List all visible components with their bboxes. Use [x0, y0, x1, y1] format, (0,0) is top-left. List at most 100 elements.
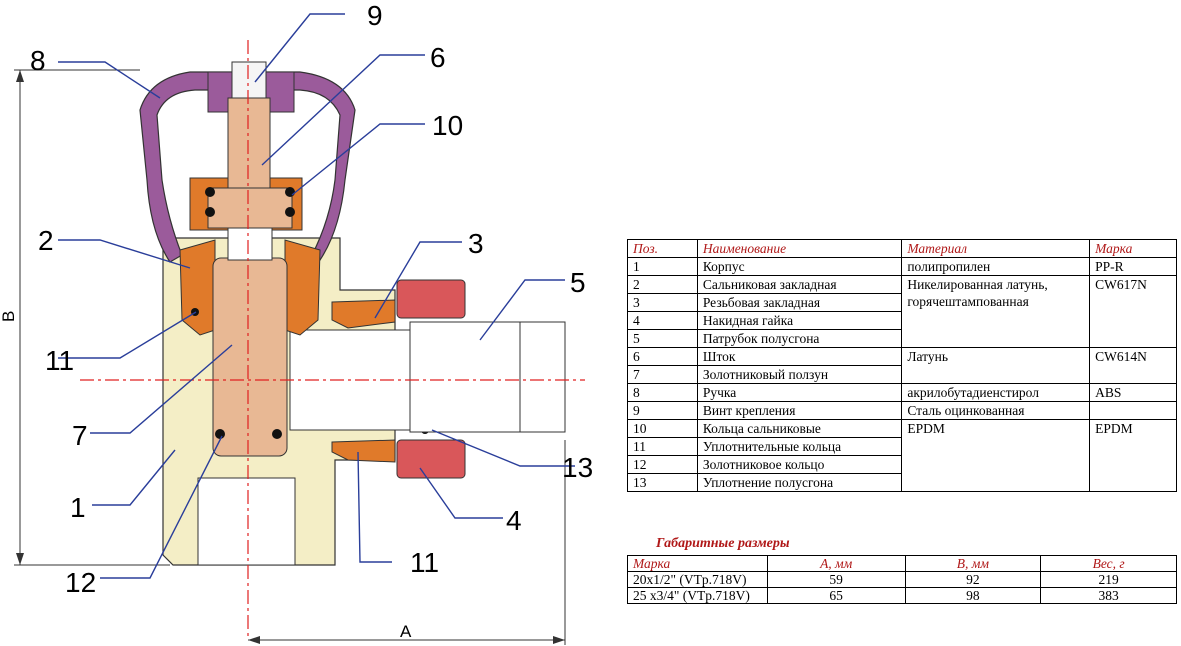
grade-cell: 25 х3/4" (VTp.718V) [627, 587, 768, 604]
material-cell: Латунь [901, 347, 1091, 384]
threaded-insert-top [331, 299, 396, 329]
pos-cell: 1 [627, 257, 698, 276]
header-a: А, мм [766, 555, 906, 572]
header-b: В, мм [904, 555, 1042, 572]
spindle [212, 257, 288, 457]
spool-ring [272, 429, 282, 439]
callout-11-bottom: 11 [410, 547, 439, 578]
table-row: 5 Патрубок полусгона [627, 329, 1177, 348]
dim-a-label: A [400, 622, 412, 641]
pos-cell: 3 [627, 293, 698, 312]
table-row: 25 х3/4" (VTp.718V) 65 98 383 [627, 587, 1177, 604]
callout-4: 4 [506, 505, 522, 536]
valve-drawing: B A 9 6 8 10 2 3 5 11 7 13 1 4 12 11 [0, 0, 593, 645]
screw [231, 61, 267, 99]
callout-7: 7 [72, 420, 88, 451]
grade-cell: 20х1/2" (VTp.718V) [627, 571, 768, 588]
union-nut-bottom [396, 439, 466, 479]
callout-2: 2 [38, 225, 54, 256]
pos-cell: 5 [627, 329, 698, 348]
tailpiece [409, 321, 566, 433]
pos-cell: 7 [627, 365, 698, 384]
b-cell: 92 [904, 571, 1042, 588]
material-cell: полипропилен [901, 257, 1091, 276]
table-row: 1 Корпус полипропилен PP-R [627, 257, 1177, 276]
table-row: 6 Шток Латунь CW614N [627, 347, 1177, 384]
material-cell: Сталь оцинкованная [901, 401, 1091, 420]
dims-table: Марка А, мм В, мм Вес, г 20х1/2" (VTp.71… [627, 555, 1177, 604]
pos-cell: 4 [627, 311, 698, 330]
b-cell: 98 [904, 587, 1042, 604]
table-row: 3 Резьбовая закладная [627, 293, 1177, 312]
o-ring [205, 207, 215, 217]
callout-9: 9 [367, 0, 383, 31]
spool-ring [215, 429, 225, 439]
o-ring [285, 187, 295, 197]
table-row: 7 Золотниковый ползун [627, 365, 1177, 384]
pos-cell: 2 [627, 275, 698, 294]
callout-5: 5 [570, 267, 586, 298]
header-material: Материал [901, 239, 1091, 258]
callout-13: 13 [562, 452, 593, 483]
gland-insert [179, 239, 216, 336]
table-row: 10 Кольца сальниковые EPDM EPDM [627, 419, 1177, 492]
name-cell: Сальниковая закладная [696, 275, 903, 294]
table-row: 20х1/2" (VTp.718V) 59 92 219 [627, 571, 1177, 588]
name-cell: Золотниковый ползун [696, 365, 903, 384]
a-cell: 65 [766, 587, 906, 604]
callout-8: 8 [30, 45, 46, 76]
dims-table-header: Марка А, мм В, мм Вес, г [627, 555, 1177, 572]
o-ring [205, 187, 215, 197]
handle [139, 71, 356, 263]
grade-cell [1089, 401, 1177, 420]
union-nut-top [396, 279, 466, 319]
grade-cell: PP-R [1089, 257, 1177, 276]
name-cell: Кольца сальниковые [696, 419, 903, 438]
pos-cell: 9 [627, 401, 698, 420]
callout-12: 12 [65, 567, 96, 598]
material-cell: EPDM [901, 419, 1091, 492]
callout-3: 3 [468, 228, 484, 259]
grade-cell: ABS [1089, 383, 1177, 402]
material-line: Никелированная латунь, [907, 277, 1048, 292]
stem-mid [207, 187, 293, 229]
material-line: горячештампованная [907, 294, 1029, 309]
callout-10: 10 [432, 110, 463, 141]
table-row: 2 Сальниковая закладная Никелированная л… [627, 275, 1177, 348]
header-grade: Марка [1089, 239, 1177, 258]
callout-6: 6 [430, 42, 446, 73]
dims-table-title: Габаритные размеры [656, 536, 790, 551]
weight-cell: 219 [1040, 571, 1177, 588]
name-cell: Золотниковое кольцо [696, 455, 903, 474]
pos-cell: 12 [627, 455, 698, 474]
material-cell: акрилобутадиенстирол [901, 383, 1091, 402]
callout-1: 1 [70, 492, 86, 523]
grade-cell: CW617N [1089, 275, 1177, 348]
grade-cell: EPDM [1089, 419, 1177, 492]
header-name: Наименование [696, 239, 903, 258]
pos-cell: 8 [627, 383, 698, 402]
pos-cell: 13 [627, 473, 698, 492]
material-cell: Никелированная латунь, горячештампованная [901, 275, 1091, 348]
dim-b-label: B [0, 311, 18, 322]
table-row: 8 Ручка акрилобутадиенстирол ABS [627, 383, 1177, 402]
name-cell: Уплотнительные кольца [696, 437, 903, 456]
name-cell: Резьбовая закладная [696, 293, 903, 312]
bottom-socket [197, 477, 296, 566]
header-pos: Поз. [627, 239, 698, 258]
header-grade: Марка [627, 555, 768, 572]
header-weight: Вес, г [1040, 555, 1177, 572]
name-cell: Накидная гайка [696, 311, 903, 330]
name-cell: Винт крепления [696, 401, 903, 420]
name-cell: Шток [696, 347, 903, 366]
parts-table: Поз. Наименование Материал Марка 1 Корпу… [627, 239, 1177, 492]
grade-cell: CW614N [1089, 347, 1177, 384]
o-ring [285, 207, 295, 217]
table-row: 9 Винт крепления Сталь оцинкованная [627, 401, 1177, 420]
callout-11-left: 11 [45, 345, 74, 376]
table-row: 13 Уплотнение полусгона [627, 473, 1177, 492]
spindle-collar [227, 227, 273, 261]
name-cell: Ручка [696, 383, 903, 402]
threaded-insert-bottom [331, 439, 396, 463]
parts-table-header: Поз. Наименование Материал Марка [627, 239, 1177, 258]
